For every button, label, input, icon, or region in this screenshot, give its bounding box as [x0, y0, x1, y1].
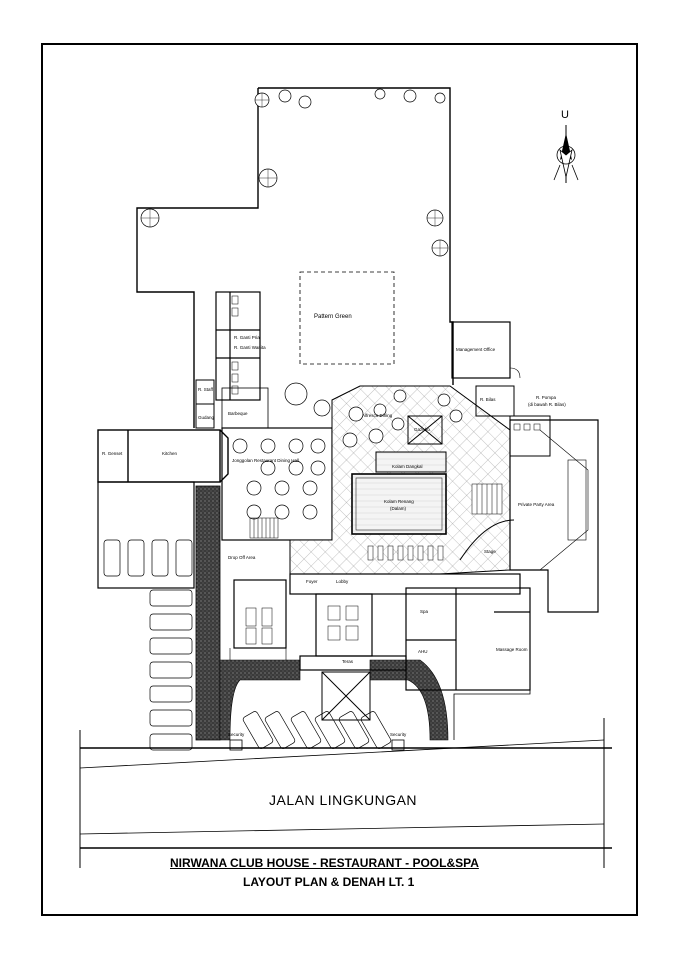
tree-details — [141, 93, 448, 256]
label-security-left: Security — [228, 732, 245, 737]
gazebo — [407, 415, 443, 445]
label-barbeque: Barbeque — [228, 411, 248, 416]
label-massage-room: Massage Room — [496, 647, 528, 652]
site-boundary — [136, 87, 454, 428]
changing-rooms — [215, 291, 261, 401]
pool-loungers — [367, 545, 444, 561]
driveway-loop-right — [369, 659, 449, 741]
main-pool — [351, 473, 447, 535]
label-gazebo: Gazebo — [414, 427, 430, 432]
label-spa: Spa — [420, 609, 429, 614]
label-r-pompa: R. Pompa — [536, 395, 557, 400]
front-building — [233, 573, 531, 691]
drawing-subtitle: LAYOUT PLAN & DENAH LT. 1 — [243, 875, 415, 889]
label-r-pompa-sub: (di bawah R. Bilas) — [528, 402, 566, 407]
label-pattern-green: Pattern Green — [314, 314, 352, 320]
barbeque-area — [221, 387, 269, 429]
label-management-office: Management Office — [456, 347, 496, 352]
label-teras: Teras — [342, 659, 354, 664]
spa-beds — [245, 605, 359, 645]
label-r-staff: R. Staff — [198, 387, 213, 392]
parked-cars-side — [149, 589, 193, 751]
label-kitchen: Kitchen — [162, 451, 178, 456]
parked-cars-top — [103, 539, 193, 577]
private-party-area — [509, 419, 599, 613]
label-gudang: Gudang — [198, 415, 215, 420]
label-r-ganti-pria: R. Ganti Pria — [234, 335, 260, 340]
drawing-title: NIRWANA CLUB HOUSE - RESTAURANT - POOL&S… — [170, 856, 479, 870]
dining-stair — [249, 517, 279, 539]
label-private-party: Private Party Area — [518, 502, 555, 507]
dining-tables — [232, 438, 326, 520]
label-kolam-renang: Kolam Renang — [384, 499, 414, 504]
north-arrow — [553, 125, 579, 183]
label-security-right: Security — [390, 732, 407, 737]
label-dining-hall: Jonggolan Restaurant Dining Hall — [232, 458, 300, 463]
deck-boards — [471, 483, 503, 515]
alfresco-tables — [342, 389, 463, 448]
front-garden — [440, 689, 531, 740]
label-stage: Stage — [484, 549, 496, 554]
label-r-genset: R. Genset — [102, 451, 123, 456]
management-office — [451, 321, 511, 379]
security-right-box — [391, 739, 405, 751]
label-ahu: AHU — [418, 649, 428, 654]
toilet-block — [509, 415, 551, 457]
label-drop-off: Drop Off Area — [228, 555, 256, 560]
label-r-bilas: R. Bilas — [480, 397, 496, 402]
label-lobby: Lobby — [336, 579, 349, 584]
road-name: JALAN LINGKUNGAN — [269, 792, 418, 808]
drop-off-ramp — [321, 671, 371, 721]
shower-block — [475, 385, 515, 417]
front-parking-cars — [242, 711, 392, 749]
label-r-ganti-wanita: R. Ganti Wanita — [234, 345, 266, 350]
label-kolam-dangkal: Kolam Dangkal — [392, 464, 423, 469]
page-border — [41, 43, 638, 916]
label-alfresco: Alfresco Dining — [362, 413, 393, 418]
stage-arc — [459, 519, 515, 561]
shallow-pool — [375, 451, 447, 473]
trees-top — [140, 88, 449, 417]
north-label: U — [561, 109, 569, 121]
driveway — [195, 485, 221, 741]
security-left-box — [229, 739, 243, 751]
label-foyer: Foyer — [306, 579, 318, 584]
pattern-green — [299, 271, 395, 365]
parking-left — [97, 481, 195, 589]
label-kolam-renang-sub: (Dalam) — [390, 506, 407, 511]
